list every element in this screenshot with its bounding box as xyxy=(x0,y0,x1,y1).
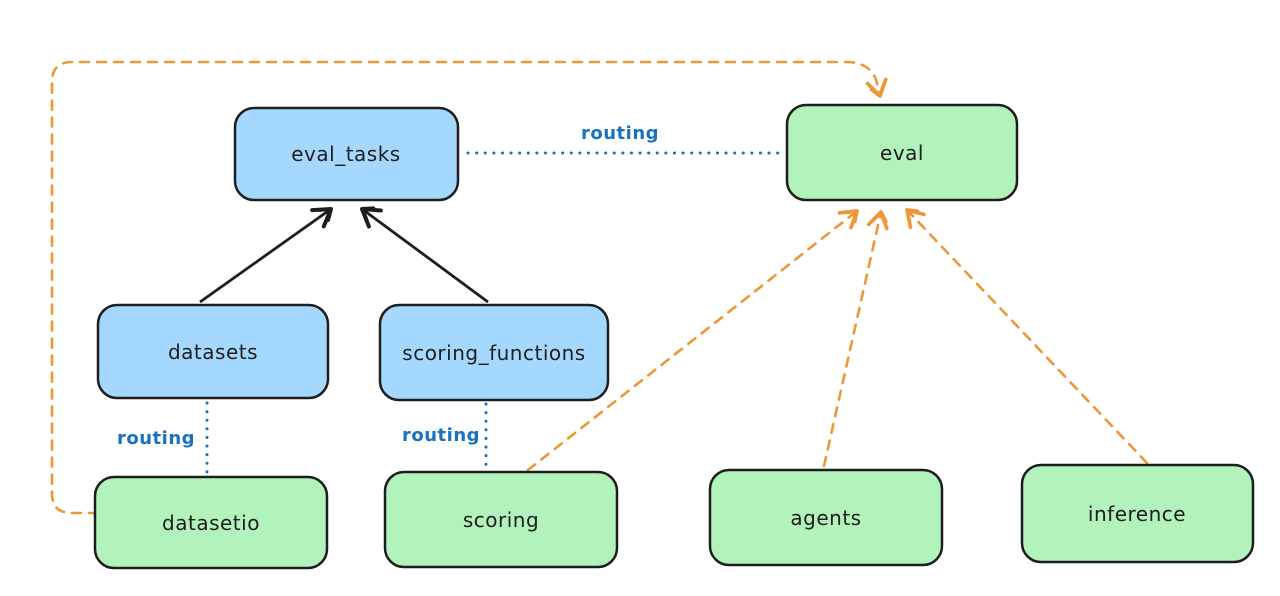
node-agents-label: agents xyxy=(790,506,861,530)
node-datasets-box[interactable] xyxy=(96,303,330,400)
node-eval-label: eval xyxy=(880,141,924,165)
node-scoring-functions-label: scoring_functions xyxy=(402,341,585,365)
node-datasets-label: datasets xyxy=(168,340,258,364)
node-eval-tasks-box[interactable] xyxy=(233,106,460,202)
node-datasets[interactable]: datasets xyxy=(96,303,330,400)
node-eval[interactable]: eval xyxy=(785,103,1019,202)
node-agents-box[interactable] xyxy=(708,468,944,567)
node-datasetio[interactable]: datasetio xyxy=(93,475,329,570)
routing-label-scoring-functions-scoring: routing xyxy=(402,425,480,446)
edge-scoring-to-eval[interactable] xyxy=(526,209,859,472)
node-agents[interactable]: agents xyxy=(708,468,944,567)
edge-inference-to-eval[interactable] xyxy=(905,208,1149,465)
node-datasetio-box[interactable] xyxy=(93,475,329,570)
node-eval-tasks-label: eval_tasks xyxy=(291,142,400,166)
node-scoring-functions-box[interactable] xyxy=(378,303,610,402)
edge-agents-to-eval[interactable] xyxy=(822,210,889,468)
node-inference[interactable]: inference xyxy=(1020,463,1255,564)
node-eval-box[interactable] xyxy=(785,103,1019,202)
node-scoring-box[interactable] xyxy=(383,470,619,569)
node-scoring[interactable]: scoring xyxy=(383,470,619,569)
edge-datasets-to-eval-tasks[interactable] xyxy=(199,207,333,304)
edge-datasetio-to-eval[interactable] xyxy=(50,60,888,515)
node-scoring-label: scoring xyxy=(463,508,539,532)
node-inference-label: inference xyxy=(1088,502,1186,526)
node-datasetio-label: datasetio xyxy=(162,511,260,535)
routing-label-eval-tasks-eval: routing xyxy=(581,123,659,144)
routing-label-datasets-datasetio: routing xyxy=(117,428,195,449)
node-inference-box[interactable] xyxy=(1020,463,1255,564)
node-scoring-functions[interactable]: scoring_functions xyxy=(378,303,610,402)
node-eval-tasks[interactable]: eval_tasks xyxy=(233,106,460,202)
edge-scoring-functions-to-eval-tasks[interactable] xyxy=(360,206,489,304)
